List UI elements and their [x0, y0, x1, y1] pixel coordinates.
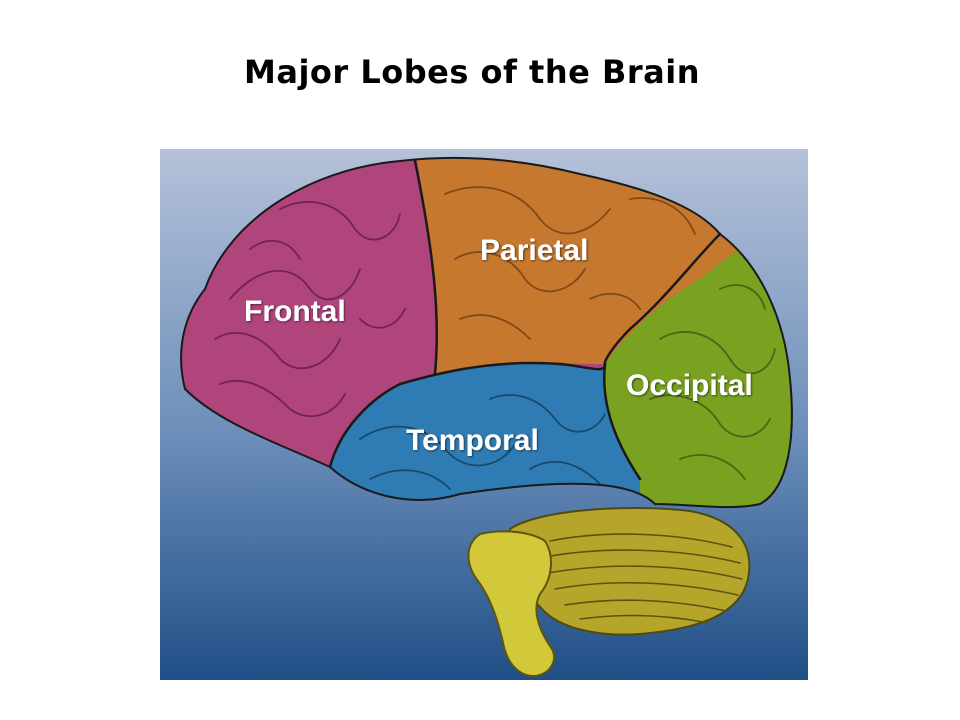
cerebellum [508, 507, 751, 636]
brain-diagram: Frontal Parietal Occipital Temporal [160, 149, 808, 680]
temporal-lobe [330, 363, 640, 508]
occipital-lobe [604, 224, 792, 508]
brain-illustration: Frontal Parietal Occipital Temporal [160, 149, 808, 680]
gyri-texture [214, 186, 776, 490]
label-occipital: Occipital [626, 369, 753, 402]
cortex-outline [180, 156, 793, 509]
lobe-boundaries [328, 159, 722, 481]
brainstem [467, 530, 555, 678]
slide-title: Major Lobes of the Brain [244, 53, 700, 91]
label-temporal: Temporal [406, 424, 539, 457]
label-parietal: Parietal [480, 234, 588, 267]
cerebellum-folds [544, 533, 743, 624]
label-frontal: Frontal [244, 295, 346, 328]
